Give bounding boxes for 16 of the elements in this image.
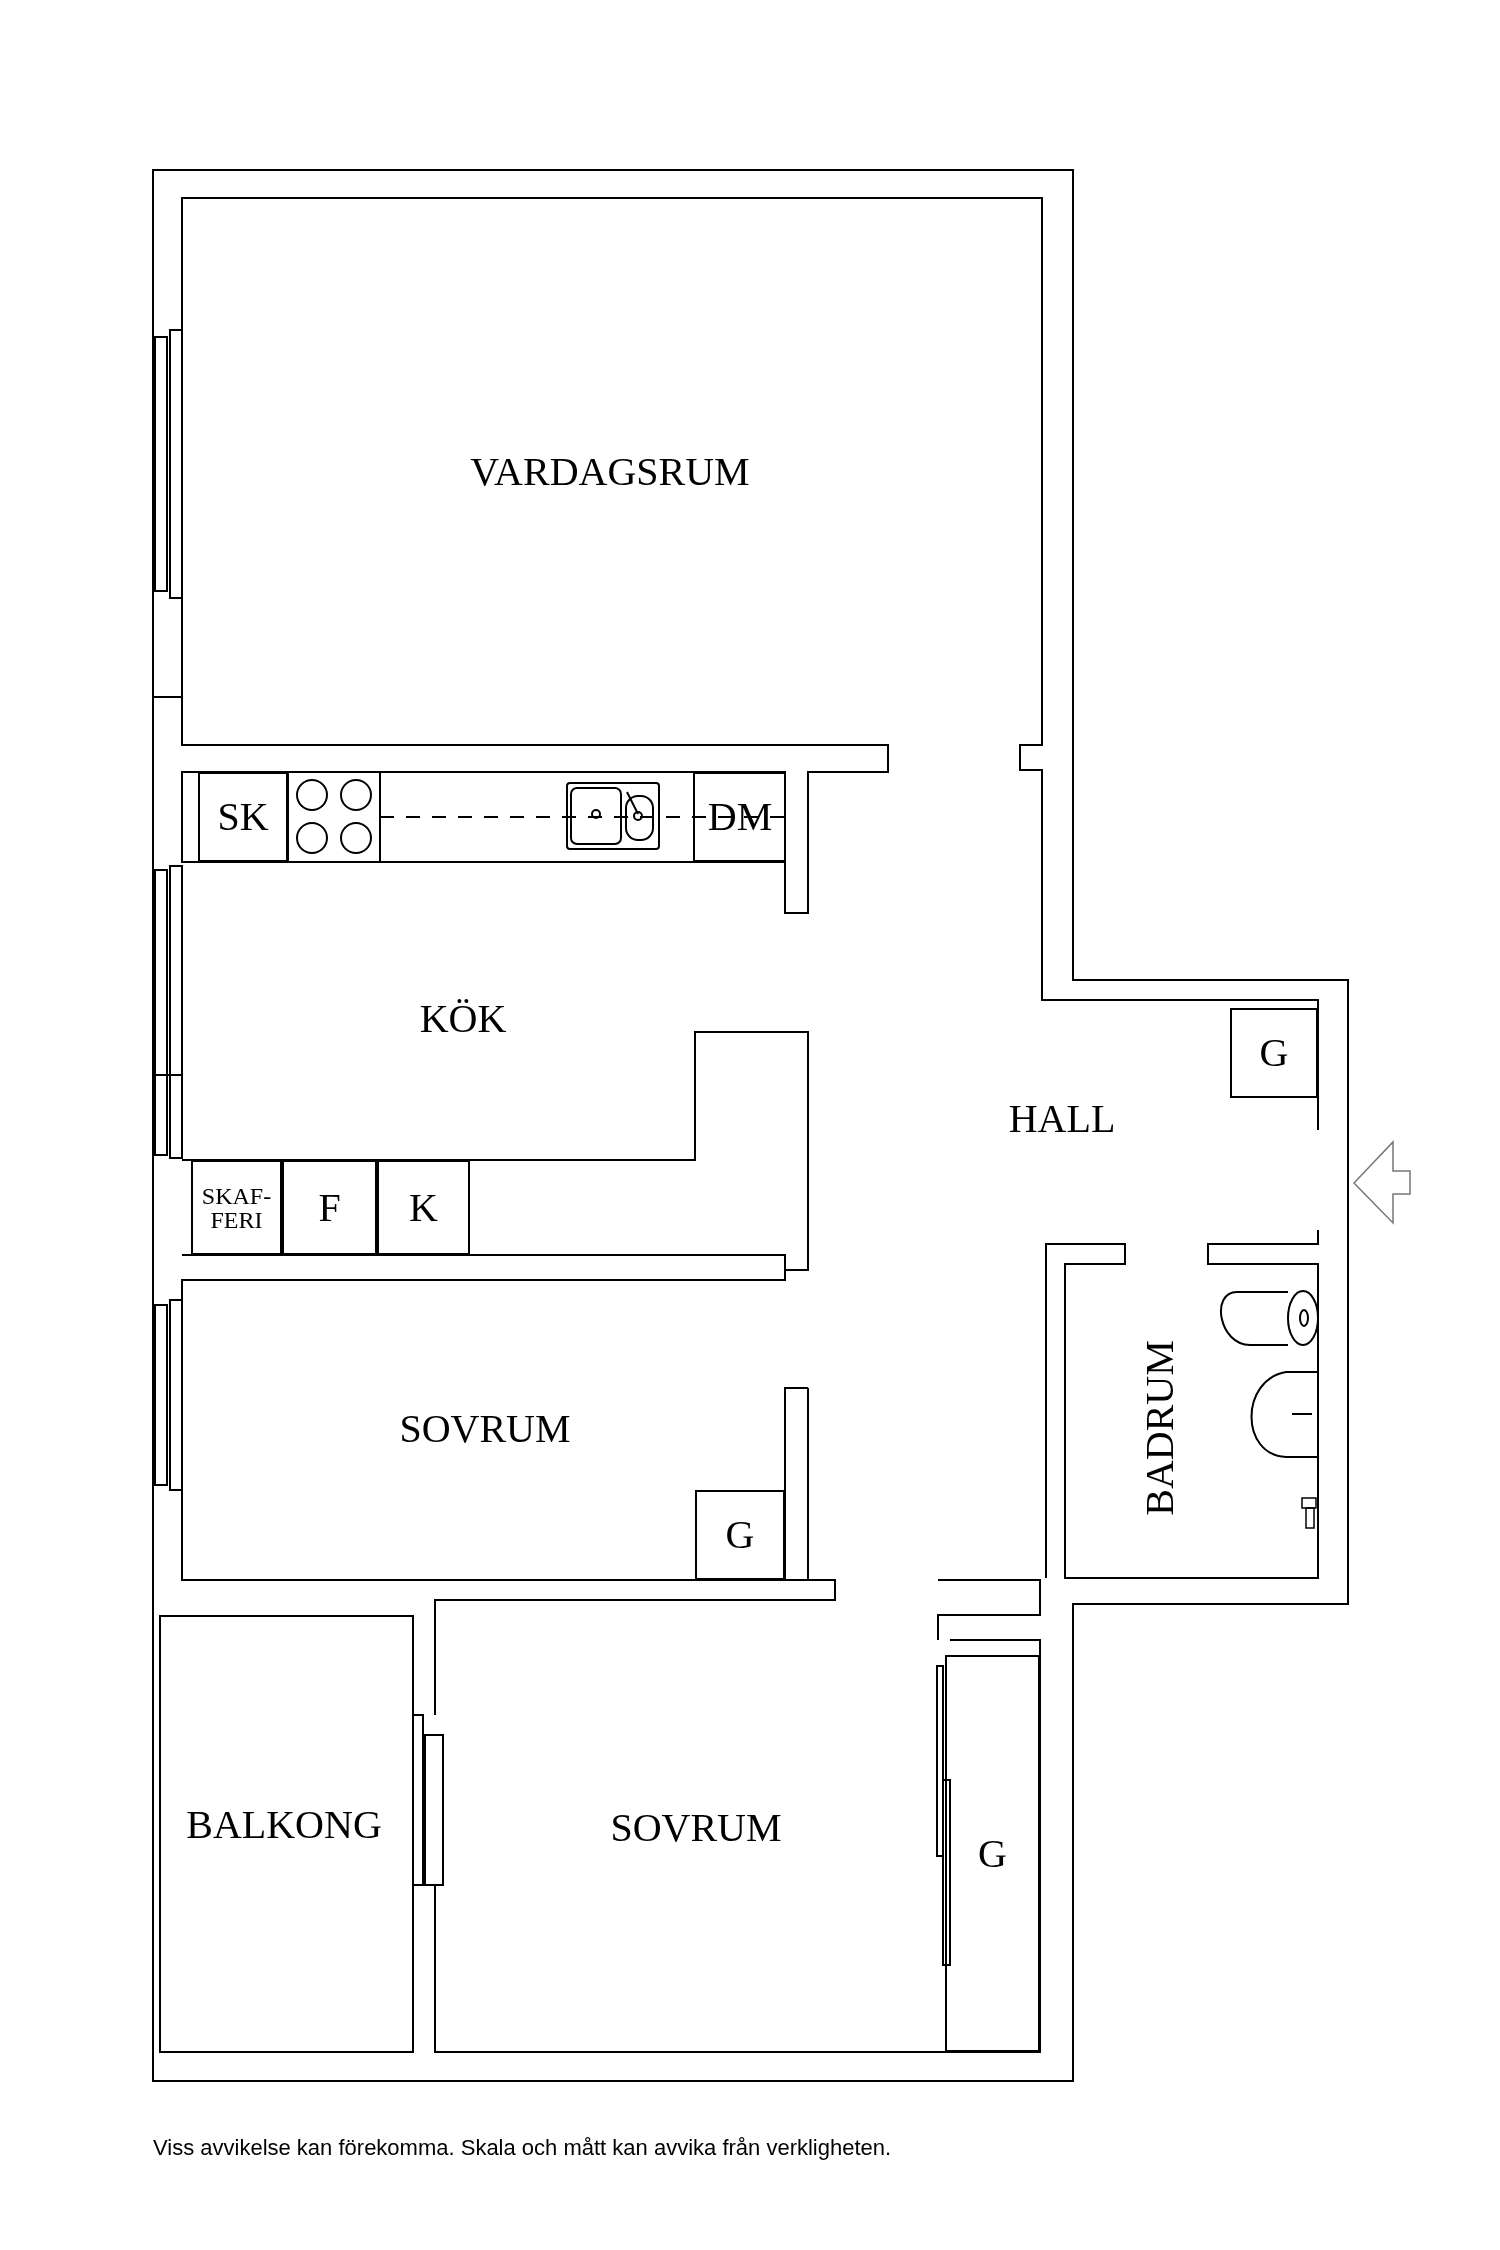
room-label: VARDAGSRUM [470, 452, 750, 492]
room-label: BADRUM [1140, 1340, 1180, 1516]
pantry-box: SKAF- FERI [191, 1160, 282, 1255]
room-label: KÖK [419, 999, 507, 1039]
closet-box: G [1230, 1008, 1318, 1098]
closet-box: G [945, 1655, 1040, 2052]
room-label: SOVRUM [610, 1808, 782, 1848]
cabinet: SK [198, 772, 288, 862]
freezer-box: F [282, 1160, 377, 1255]
fridge-box: K [377, 1160, 470, 1255]
disclaimer-note: Viss avvikelse kan förekomma. Skala och mått kan avvika från verkligheten. [153, 2135, 892, 2161]
room-label: SOVRUM [399, 1409, 571, 1449]
room-label: HALL [1008, 1099, 1116, 1139]
room-label: BALKONG [186, 1805, 382, 1845]
closet-box: G [695, 1490, 785, 1580]
dishwasher-box: DM [693, 772, 785, 862]
